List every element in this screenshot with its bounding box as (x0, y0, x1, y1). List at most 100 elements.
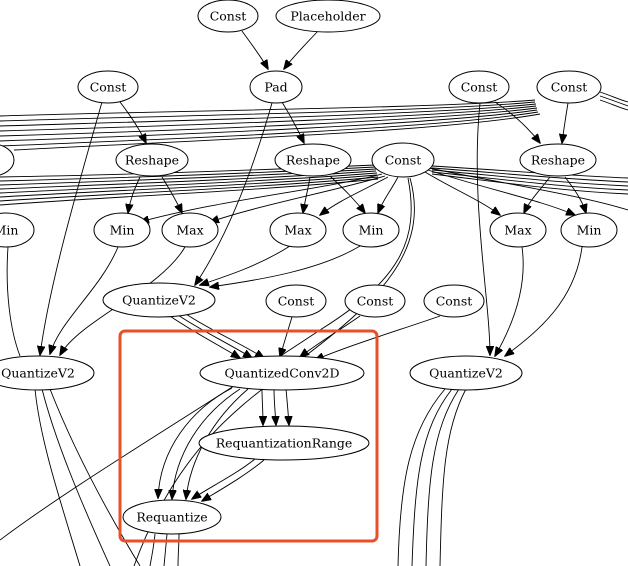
edge (192, 458, 256, 499)
edge (210, 175, 386, 222)
node-quantize-right[interactable]: QuantizeV2 (409, 355, 523, 391)
edge (177, 533, 180, 566)
node-label: Const (210, 9, 247, 24)
node-reshape-left-cut[interactable] (0, 144, 15, 176)
node-label: RequantizationRange (216, 436, 353, 451)
node-label: Requantize (136, 510, 207, 525)
edge (476, 102, 490, 355)
node-pad[interactable]: Pad (249, 70, 303, 104)
node-label: Max (284, 223, 311, 238)
edge (49, 388, 141, 566)
node-label: Const (551, 80, 588, 95)
edge (177, 314, 252, 358)
node-max-1[interactable]: Max (161, 212, 219, 248)
edge (428, 167, 628, 211)
edge (128, 176, 141, 213)
node-label: QuantizedConv2D (225, 366, 340, 381)
node-placeholder[interactable]: Placeholder (275, 0, 381, 33)
edge (564, 176, 586, 213)
node-const-l[interactable]: Const (77, 70, 139, 104)
edge (495, 246, 524, 356)
node-label: Const (278, 294, 315, 309)
edge (411, 388, 453, 566)
node-quantize-mid[interactable]: QuantizeV2 (102, 282, 216, 318)
edge (427, 169, 575, 215)
node-label: QuantizeV2 (429, 366, 503, 381)
edge (202, 459, 265, 501)
node-min-1[interactable]: Min (93, 212, 151, 248)
edge (241, 30, 268, 69)
edge (6, 246, 21, 357)
edge (378, 176, 399, 213)
edge (274, 388, 276, 425)
edge (41, 388, 111, 566)
node-label: Reshape (286, 153, 340, 168)
node-min-2[interactable]: Min (342, 212, 400, 248)
edge (119, 101, 146, 143)
node-label: Max (176, 223, 203, 238)
node-label: Max (504, 223, 531, 238)
highlight-box (118, 329, 379, 543)
node-label: Min (0, 223, 18, 238)
node-label: QuantizeV2 (122, 293, 196, 308)
node-const-a[interactable]: Const (265, 284, 327, 318)
edge (210, 245, 361, 287)
edge (494, 101, 540, 143)
edge (281, 101, 304, 143)
edge (280, 316, 293, 357)
node-min-3[interactable]: Min (560, 212, 618, 248)
edge (163, 533, 168, 566)
edge (286, 388, 289, 425)
edge (50, 246, 119, 354)
edge (149, 533, 156, 566)
node-label: Pad (264, 80, 287, 95)
edge (562, 102, 569, 143)
nodes: Const Placeholder Const Pad Const Const … (0, 0, 618, 535)
node-requantize[interactable]: Requantize (122, 499, 222, 535)
node-requantization-range[interactable]: RequantizationRange (198, 425, 370, 461)
node-const-c[interactable]: Const (423, 284, 485, 318)
edge (200, 245, 291, 285)
edge (185, 313, 264, 358)
node-min-left-cut[interactable]: Min (0, 212, 35, 248)
edge (505, 246, 583, 356)
node-label: Const (385, 153, 422, 168)
node-reshape-3[interactable]: Reshape (519, 143, 597, 177)
node-const-r2[interactable]: Const (536, 70, 602, 104)
node-const-r1[interactable]: Const (448, 70, 510, 104)
node-label: Min (110, 223, 135, 238)
node-label: Min (577, 223, 602, 238)
node-reshape-2[interactable]: Reshape (274, 143, 352, 177)
node-label: Const (436, 294, 473, 309)
edge (424, 171, 500, 215)
node-label: Const (461, 80, 498, 95)
edge (169, 315, 240, 358)
node-quantize-left[interactable]: QuantizeV2 (0, 355, 95, 391)
edge (140, 173, 383, 222)
node-label: Reshape (125, 153, 179, 168)
edge (158, 387, 233, 498)
node-const-b[interactable]: Const (344, 284, 406, 318)
node-const-top[interactable]: Const (197, 0, 259, 33)
node-label: Const (357, 294, 394, 309)
node-max-3[interactable]: Max (489, 212, 547, 248)
edge (439, 388, 467, 566)
node-label: Const (90, 80, 127, 95)
edge (172, 388, 241, 499)
node-const-mid[interactable]: Const (371, 142, 435, 178)
edge (195, 102, 273, 285)
edge-bundle-left (0, 99, 541, 151)
node-label: Placeholder (290, 9, 365, 24)
edge (397, 388, 446, 566)
edge (320, 176, 389, 215)
node-conv[interactable]: QuantizedConv2D (199, 355, 365, 391)
edge (40, 101, 103, 355)
edge (300, 315, 361, 357)
edge (329, 175, 365, 213)
node-max-2[interactable]: Max (269, 212, 327, 248)
edge (262, 388, 263, 425)
node-label: QuantizeV2 (1, 366, 75, 381)
node-reshape-1[interactable]: Reshape (115, 143, 189, 177)
node-label: Min (359, 223, 384, 238)
